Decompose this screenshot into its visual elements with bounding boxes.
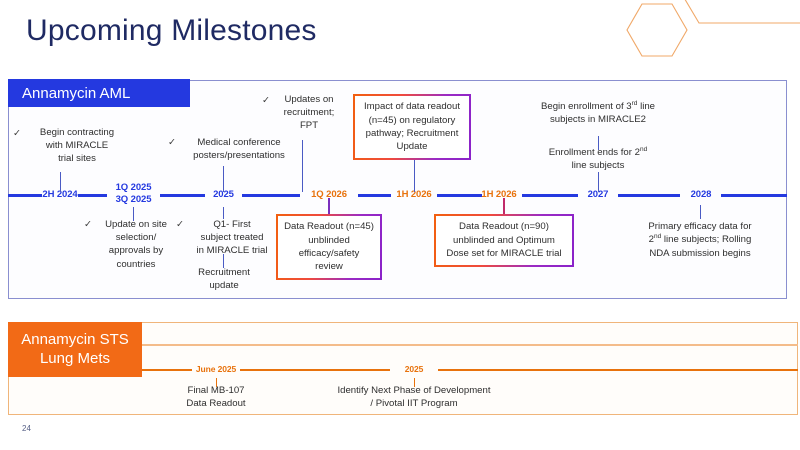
aml-axis-segment [618,194,680,197]
aml-tick-label: 2027 [587,189,609,200]
sts-note: Identify Next Phase of Development / Piv… [337,385,491,410]
aml-callout-box[interactable]: Impact of data readout (n=45) on regulat… [353,94,471,160]
sts-axis-segment [438,369,798,371]
aml-callout-text: Data Readout (n=45) unblinded efficacy/s… [278,216,380,278]
aml-axis-segment [8,194,42,197]
aml-note-superscript: rd [631,100,638,107]
aml-note-text: Primary efficacy data for [648,221,752,232]
aml-callout-box[interactable]: Data Readout (n=90) unblinded and Optimu… [434,214,574,267]
sts-tick-label: 2025 [404,364,424,374]
aml-note-right-above: Begin enrollment of 3rd line subjects in… [528,100,668,127]
sts-note: Final MB-107 Data Readout [186,385,246,410]
sts-header-label-2: Lung Mets [39,350,111,367]
sts-connector-stem [216,378,218,387]
sts-connector-stem [414,378,416,387]
checkmark-icon: ✓ [262,95,270,106]
aml-note-text-tail: line subjects in MIRACLE2 [550,101,656,126]
aml-connector-stem [302,140,304,192]
aml-header-label: Annamycin AML [22,84,131,102]
page-title: Upcoming Milestones [26,14,317,47]
aml-connector-stem [414,160,416,192]
aml-note-below: Update on site selection/ approvals by c… [105,219,167,270]
aml-connector-stem [328,198,330,215]
aml-note-below: Recruitment update [198,267,250,292]
aml-tick-label: 1H 2026 [481,189,517,200]
aml-note-above: Medical conference posters/presentations [193,137,285,162]
aml-note-text: 2 [648,234,654,246]
aml-tick-label: 2025 [213,189,234,200]
slide-number: 24 [22,424,31,433]
aml-axis-segment [522,194,578,197]
sts-axis-segment [240,369,390,371]
aml-axis-segment [160,194,205,197]
aml-connector-stem [700,205,702,219]
aml-tick-label: 1Q 2025 [115,182,152,193]
aml-note-above: Updates on recruitment; FPT [283,94,335,132]
aml-tick-label: 2H 2024 [42,189,78,200]
aml-axis-segment [242,194,300,197]
sts-axis-segment [142,369,192,371]
sts-decorative-line [142,344,798,346]
checkmark-icon: ✓ [13,128,21,139]
sts-header-label-1: Annamycin STS [21,330,129,348]
aml-note-text-tail: line subjects [571,160,625,172]
aml-note-superscript: nd [639,146,648,153]
aml-connector-stem [133,207,135,221]
aml-axis-segment [437,194,482,197]
checkmark-icon: ✓ [168,137,176,148]
aml-tick-label: 2028 [690,189,712,200]
sts-panel-header: Annamycin STS Lung Mets [8,322,142,377]
aml-connector-stem [223,166,225,192]
aml-axis-segment [78,194,107,197]
aml-note-text-tail: line subjects; Rolling [661,234,752,246]
aml-note-above: Begin contracting with MIRACLE trial sit… [39,127,115,165]
aml-note-text: NDA submission begins [649,247,751,259]
aml-connector-stem [503,198,506,215]
aml-connector-stem [60,172,62,192]
aml-note-right-below: Primary efficacy data for 2nd line subjec… [630,220,770,260]
aml-axis-segment [721,194,787,197]
aml-tick-label: 3Q 2025 [115,194,152,205]
aml-connector-stem [598,172,600,192]
hexagon-decoration-icon [626,0,800,57]
aml-connector-stem [223,207,225,219]
aml-connector-stem [598,136,600,150]
aml-note-superscript: nd [653,233,662,241]
aml-axis-segment [358,194,391,197]
aml-tick-label: 1Q 2026 [311,189,347,200]
aml-connector-stem [223,254,225,268]
checkmark-icon: ✓ [84,219,92,230]
aml-note-right-above: Enrollment ends for 2nd line subjects [528,146,668,173]
checkmark-icon: ✓ [176,219,184,230]
aml-callout-text: Data Readout (n=90) unblinded and Optimu… [436,216,572,265]
aml-tick-label: 1H 2026 [396,189,432,200]
sts-tick-label: June 2025 [195,364,237,374]
aml-note-below: Q1- First subject treated in MIRACLE tri… [196,219,268,257]
aml-note-text: Begin enrollment of 3 [540,101,632,113]
aml-callout-box[interactable]: Data Readout (n=45) unblinded efficacy/s… [276,214,382,280]
aml-panel-header: Annamycin AML [8,79,190,107]
aml-callout-text: Impact of data readout (n=45) on regulat… [355,96,469,158]
aml-note-text: Enrollment ends for 2 [548,147,640,159]
